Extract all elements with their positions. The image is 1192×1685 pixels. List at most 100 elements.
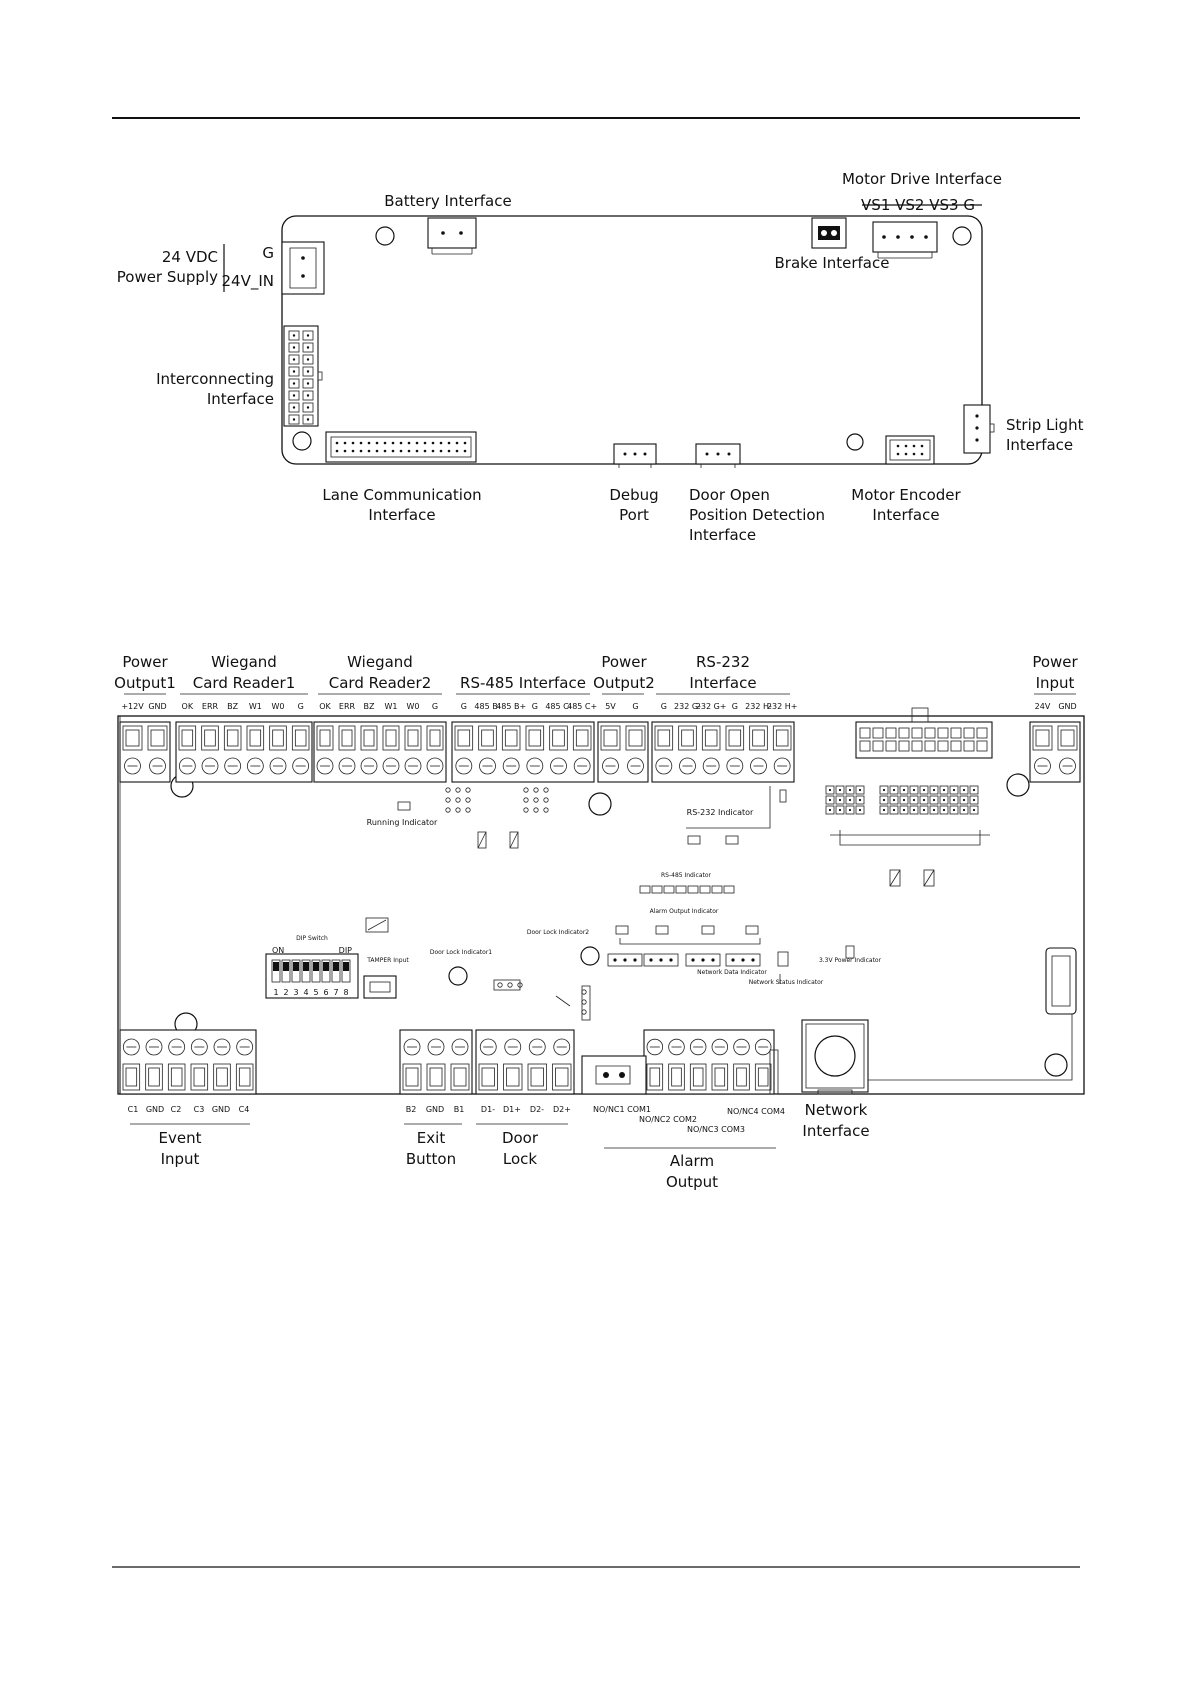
- top-pin-label: +12V: [121, 702, 144, 711]
- bottom-group-label: Door: [502, 1129, 539, 1147]
- strip-light-connector: [963, 404, 995, 454]
- power-33v-indicator-label: 3.3V Power Indicator: [819, 957, 882, 964]
- top-pin-label: G: [532, 702, 538, 711]
- top-pin-label: W1: [385, 702, 398, 711]
- bottom-pin-label: B1: [454, 1105, 465, 1114]
- bottom-pin-label: GND: [146, 1105, 164, 1114]
- bottom-group-label: Output: [666, 1173, 718, 1191]
- battery-connector: [427, 217, 477, 255]
- power-supply-connector: [281, 241, 325, 295]
- bottom-pin-label: NO/NC1 COM1: [593, 1105, 651, 1114]
- top-pin-label: 485 C+: [567, 702, 597, 711]
- top-group-label: Output1: [114, 674, 176, 692]
- alarm-dc-jack: [581, 1055, 647, 1095]
- bottom-pin-label: C1: [128, 1105, 139, 1114]
- top-pin-label: BZ: [364, 702, 375, 711]
- motor-drive-interface-label: Motor Drive Interface: [842, 170, 1002, 188]
- dip-number-label: 8: [343, 988, 348, 997]
- tamper-input-label: TAMPER Input: [366, 957, 409, 964]
- dip-number-label: 6: [323, 988, 328, 997]
- door-open-connector: [695, 443, 741, 468]
- bottom-terminal-block: [475, 1029, 575, 1095]
- top-group-label: Interface: [689, 674, 756, 692]
- top-pin-label: GND: [1058, 702, 1076, 711]
- motor-encoder-connector: [885, 435, 935, 465]
- top-pin-label: ERR: [339, 702, 356, 711]
- bottom-pin-label: D1-: [481, 1105, 495, 1114]
- dip-number-label: 1: [273, 988, 278, 997]
- dip-number-label: 4: [303, 988, 308, 997]
- debug-port-connector: [613, 443, 657, 468]
- bottom-group-label: Event: [159, 1129, 202, 1147]
- debug-label-2: Port: [619, 506, 649, 524]
- top-pin-label: G: [732, 702, 738, 711]
- usb-port: [1045, 947, 1077, 1015]
- dip-on-label: ON: [272, 946, 284, 955]
- brake-interface-label: Brake Interface: [775, 254, 890, 272]
- bottom-pin-label: D1+: [503, 1105, 521, 1114]
- top-terminal-block: [1029, 721, 1081, 783]
- strip-light-label-2: Interface: [1006, 436, 1073, 454]
- top-pin-label: OK: [182, 702, 194, 711]
- top-group-label: Card Reader1: [193, 674, 296, 692]
- interconnecting-label-1: Interconnecting: [156, 370, 274, 388]
- top-pin-label: G: [298, 702, 304, 711]
- dip-number-label: 5: [313, 988, 318, 997]
- top-terminal-block: [175, 721, 313, 783]
- top-group-label: Output2: [593, 674, 655, 692]
- top-pin-label: ERR: [202, 702, 219, 711]
- bottom-pin-label: GND: [212, 1105, 230, 1114]
- top-pin-label: W1: [249, 702, 262, 711]
- dip-switch-label: DIP Switch: [296, 935, 328, 942]
- door-open-label-2: Position Detection: [689, 506, 825, 524]
- top-terminal-block: [119, 721, 171, 783]
- door-lock-indicator2-label: Door Lock Indicator2: [527, 929, 589, 936]
- bottom-pin-label: NO/NC2 COM2: [639, 1115, 697, 1124]
- top-terminal-block: [313, 721, 447, 783]
- bottom-pin-label: D2-: [530, 1105, 544, 1114]
- strip-light-label-1: Strip Light: [1006, 416, 1084, 434]
- bottom-group-label: Network: [805, 1101, 868, 1119]
- top-pin-label: 5V: [605, 702, 616, 711]
- top-group-label: RS-485 Interface: [460, 674, 586, 692]
- top-group-label: Wiegand: [347, 653, 413, 671]
- top-pin-label: 232 G+: [696, 702, 727, 711]
- board-1-diagram: [223, 204, 995, 468]
- top-terminal-block: [651, 721, 795, 783]
- bottom-pin-label: C3: [194, 1105, 205, 1114]
- top-pin-label: GND: [148, 702, 166, 711]
- bottom-terminal-block: [399, 1029, 473, 1095]
- bottom-pin-label: NO/NC4 COM4: [727, 1107, 785, 1116]
- bottom-pin-label: GND: [426, 1105, 444, 1114]
- top-pin-label: 24V: [1035, 702, 1051, 711]
- door-lock-indicator1-label: Door Lock Indicator1: [430, 949, 492, 956]
- battery-interface-label: Battery Interface: [384, 192, 511, 210]
- top-group-label: Power: [122, 653, 168, 671]
- top-group-label: Card Reader2: [329, 674, 432, 692]
- bottom-group-label: Alarm: [670, 1152, 714, 1170]
- top-pin-label: W0: [272, 702, 285, 711]
- brake-connector: [811, 217, 847, 249]
- debug-label-1: Debug: [609, 486, 658, 504]
- top-pin-label: G: [661, 702, 667, 711]
- top-pin-label: BZ: [227, 702, 238, 711]
- tamper-connector: [363, 975, 397, 999]
- pin-g-label: G: [262, 244, 274, 262]
- motor-drive-pins-label: VS1 VS2 VS3 G: [861, 196, 975, 214]
- rs485-indicator-label: RS-485 Indicator: [661, 872, 712, 879]
- dip-number-label: 7: [333, 988, 338, 997]
- running-indicator-label: Running Indicator: [367, 818, 438, 827]
- bottom-group-label: Lock: [503, 1150, 538, 1168]
- bottom-group-label: Exit: [417, 1129, 446, 1147]
- motor-encoder-label-2: Interface: [872, 506, 939, 524]
- bottom-terminal-block: [119, 1029, 257, 1095]
- rs232-indicator-label: RS-232 Indicator: [687, 808, 754, 817]
- bottom-terminal-block: [643, 1029, 775, 1095]
- bottom-pin-label: C4: [239, 1105, 250, 1114]
- top-pin-label: W0: [407, 702, 420, 711]
- power-supply-label-2: Power Supply: [117, 268, 218, 286]
- network-port: [801, 1019, 869, 1095]
- running-indicator-led: [397, 801, 411, 811]
